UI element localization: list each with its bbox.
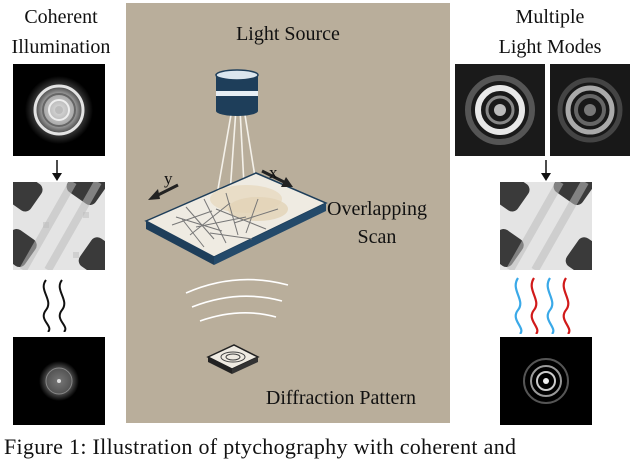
- coherent-label-line2: Illumination: [11, 36, 111, 58]
- propagation-waves: [185, 278, 289, 322]
- light-source-icon: [215, 69, 259, 116]
- mode1-probe-image: [455, 64, 545, 156]
- figure-caption: Figure 1: Illustration of ptychography w…: [4, 434, 517, 459]
- axis-x-label: x: [269, 163, 278, 182]
- coherent-label-line1: Coherent: [24, 6, 98, 28]
- detector-icon: [206, 344, 260, 374]
- multimode-diffraction-image: [500, 337, 592, 425]
- overlapping-scan-line2: Scan: [357, 226, 397, 248]
- coherent-probe-image: [13, 64, 105, 156]
- axis-y-label: y: [164, 169, 173, 188]
- multimode-sample-image: [500, 182, 592, 270]
- down-arrow-icon: [50, 160, 64, 182]
- sample-slab: [144, 172, 328, 265]
- down-arrow-icon-right: [539, 160, 553, 182]
- overlapping-scan-line1: Overlapping: [327, 198, 427, 220]
- diffraction-pattern-label: Diffraction Pattern: [265, 387, 417, 409]
- setup-panel: Light Source: [126, 3, 450, 423]
- light-source-label: Light Source: [236, 23, 340, 45]
- mode2-probe-image: [550, 64, 630, 156]
- multimode-label-line1: Multiple: [515, 6, 585, 28]
- coherent-diffraction-image: [13, 337, 105, 425]
- coherent-wave-icon: [36, 278, 76, 332]
- multimode-label-line2: Light Modes: [498, 36, 602, 58]
- multimode-wave-icon: [508, 276, 580, 334]
- coherent-sample-image: [13, 182, 105, 270]
- setup-illustration: [144, 69, 328, 374]
- axis-arrows-icon: [148, 169, 293, 200]
